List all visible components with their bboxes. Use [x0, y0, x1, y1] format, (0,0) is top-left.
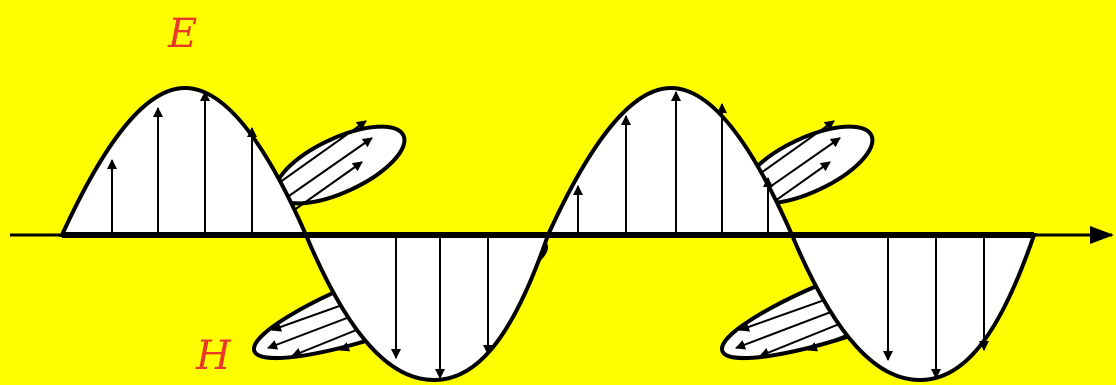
electric-field-label: E: [168, 14, 197, 54]
magnetic-field-label: H: [196, 336, 231, 376]
